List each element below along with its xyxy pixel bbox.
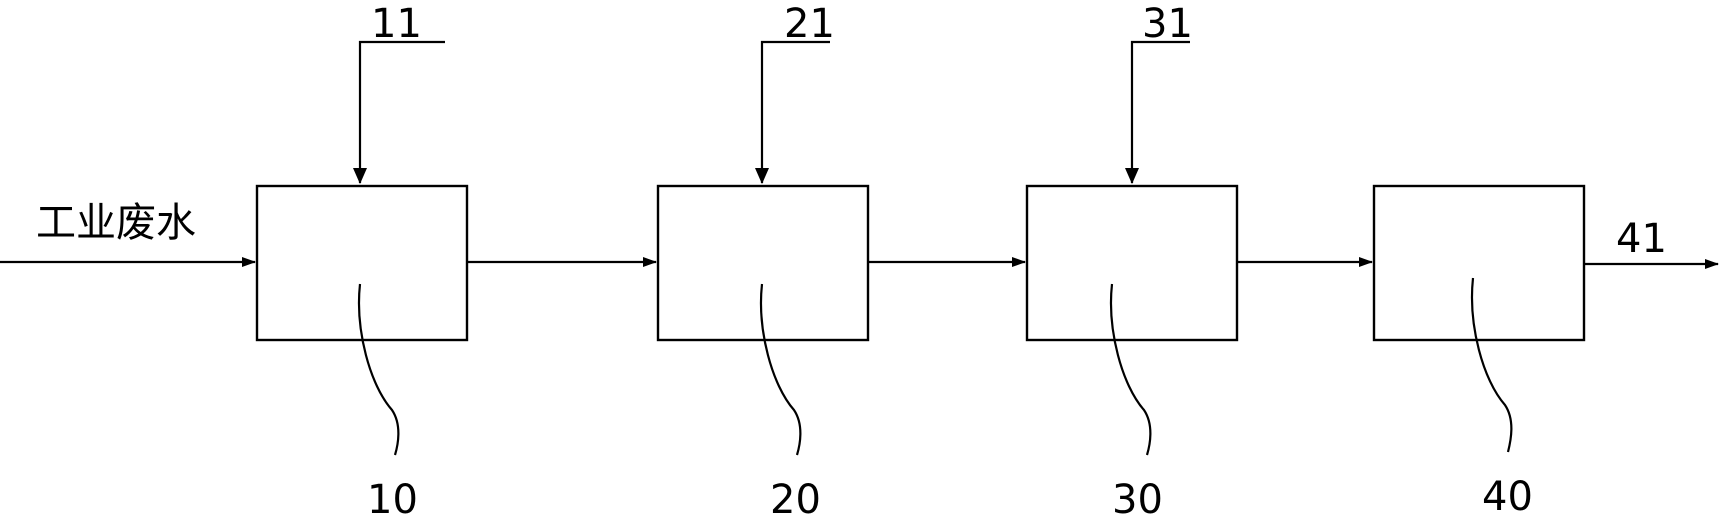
- unit-box-10: [255, 184, 469, 342]
- feed-label-31: 31: [1142, 1, 1193, 47]
- unit-box-20: [656, 184, 870, 342]
- feed-arrowhead-21: [755, 168, 769, 184]
- unit-label-40: 40: [1482, 474, 1533, 520]
- feed-line-11: [358, 40, 445, 183]
- feed-label-21: 21: [784, 1, 835, 47]
- feed-line-31: [1130, 40, 1190, 183]
- leader-line-30: [1110, 283, 1152, 456]
- feed-label-11: 11: [371, 1, 422, 47]
- unit-label-20: 20: [770, 477, 821, 523]
- feed-line-21: [760, 40, 830, 183]
- feed-arrowhead-31: [1125, 168, 1139, 184]
- outlet-label: 41: [1616, 216, 1667, 262]
- leader-line-40: [1471, 277, 1513, 453]
- leader-line-20: [760, 283, 802, 456]
- unit-label-10: 10: [367, 477, 418, 523]
- unit-box-30: [1025, 184, 1239, 342]
- unit-box-40: [1372, 184, 1586, 342]
- inlet-label: 工业废水: [36, 200, 196, 246]
- unit-label-30: 30: [1112, 477, 1163, 523]
- leader-line-10: [358, 283, 400, 456]
- feed-arrowhead-11: [353, 168, 367, 184]
